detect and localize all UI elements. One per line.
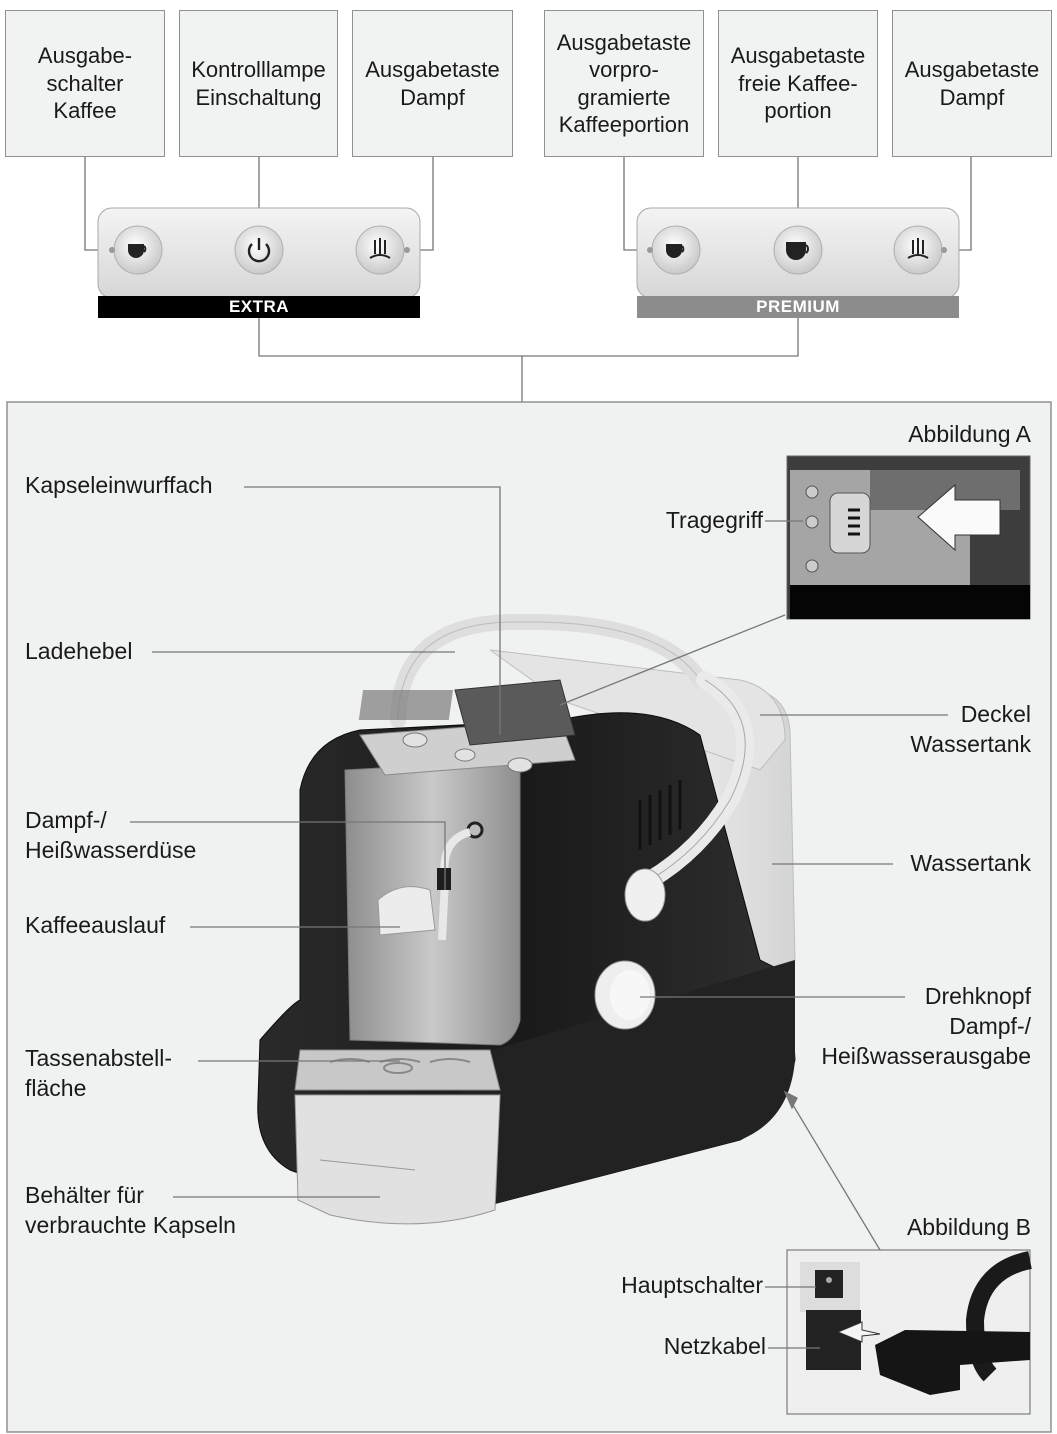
label-capsule-slot: Kapseleinwurffach [25,472,213,498]
label-rotary-knob: Drehknopf Dampf-/ Heißwasserausgabe [821,983,1031,1069]
label-box-power-lamp: Kontrolllampe Einschaltung [179,10,338,157]
label-coffee-spout: Kaffeeauslauf [25,912,166,938]
preprogrammed-coffee-button[interactable] [651,225,701,275]
label-cup-stand: Tassenabstell- fläche [25,1045,173,1101]
arrow-icon-b [836,1321,881,1343]
figure-b-title: Abbildung B [906,1214,1031,1240]
figure-a-title: Abbildung A [908,421,1031,447]
label-preprogrammed: Ausgabetaste vorpro- gramierte Kaffeepor… [556,29,692,138]
vent-grille [638,780,682,850]
label-power-lamp: Kontrolllampe Einschaltung [191,57,326,110]
label-box-preprogrammed: Ausgabetaste vorpro- gramierte Kaffeepor… [544,10,704,157]
label-carry-handle: Tragegriff [665,507,763,533]
leader-lines [130,486,948,1349]
power-lamp-extra [234,225,284,275]
extra-control-panel [97,207,421,318]
premium-control-panel [636,207,960,318]
inset-figure-b [786,1249,1033,1415]
free-portion-button[interactable] [773,225,823,275]
label-coffee-switch: Ausgabe- schalter Kaffee [37,43,133,124]
label-steam-nozzle: Dampf-/ Heißwasserdüse [25,807,197,863]
steam-button-extra[interactable] [355,225,405,275]
steam-button-premium[interactable] [893,225,943,275]
label-capsule-container: Behälter für verbrauchte Kapseln [25,1182,236,1238]
label-tank-lid: Deckel Wassertank [910,701,1031,757]
label-box-coffee-switch: Ausgabe- schalter Kaffee [5,10,165,157]
label-steam-extra: Ausgabetaste Dampf [365,57,500,110]
arrow-icon [917,483,1001,552]
front-silver-panel [344,759,521,1046]
coffee-machine [257,613,796,1225]
premium-strip-label: PREMIUM [756,297,840,316]
coffee-button-extra[interactable] [113,225,163,275]
label-box-free-portion: Ausgabetaste freie Kaffee- portion [718,10,878,157]
label-loading-lever: Ladehebel [25,638,133,664]
label-power-cord: Netzkabel [663,1333,766,1359]
label-free-portion: Ausgabetaste freie Kaffee- portion [730,43,866,124]
label-box-steam-premium: Ausgabetaste Dampf [892,10,1052,157]
label-water-tank: Wassertank [910,850,1031,876]
inset-figure-a [786,455,1031,620]
label-box-steam-extra: Ausgabetaste Dampf [352,10,513,157]
label-main-switch: Hauptschalter [621,1272,763,1298]
label-steam-premium: Ausgabetaste Dampf [904,57,1040,110]
extra-strip-label: EXTRA [228,297,290,316]
